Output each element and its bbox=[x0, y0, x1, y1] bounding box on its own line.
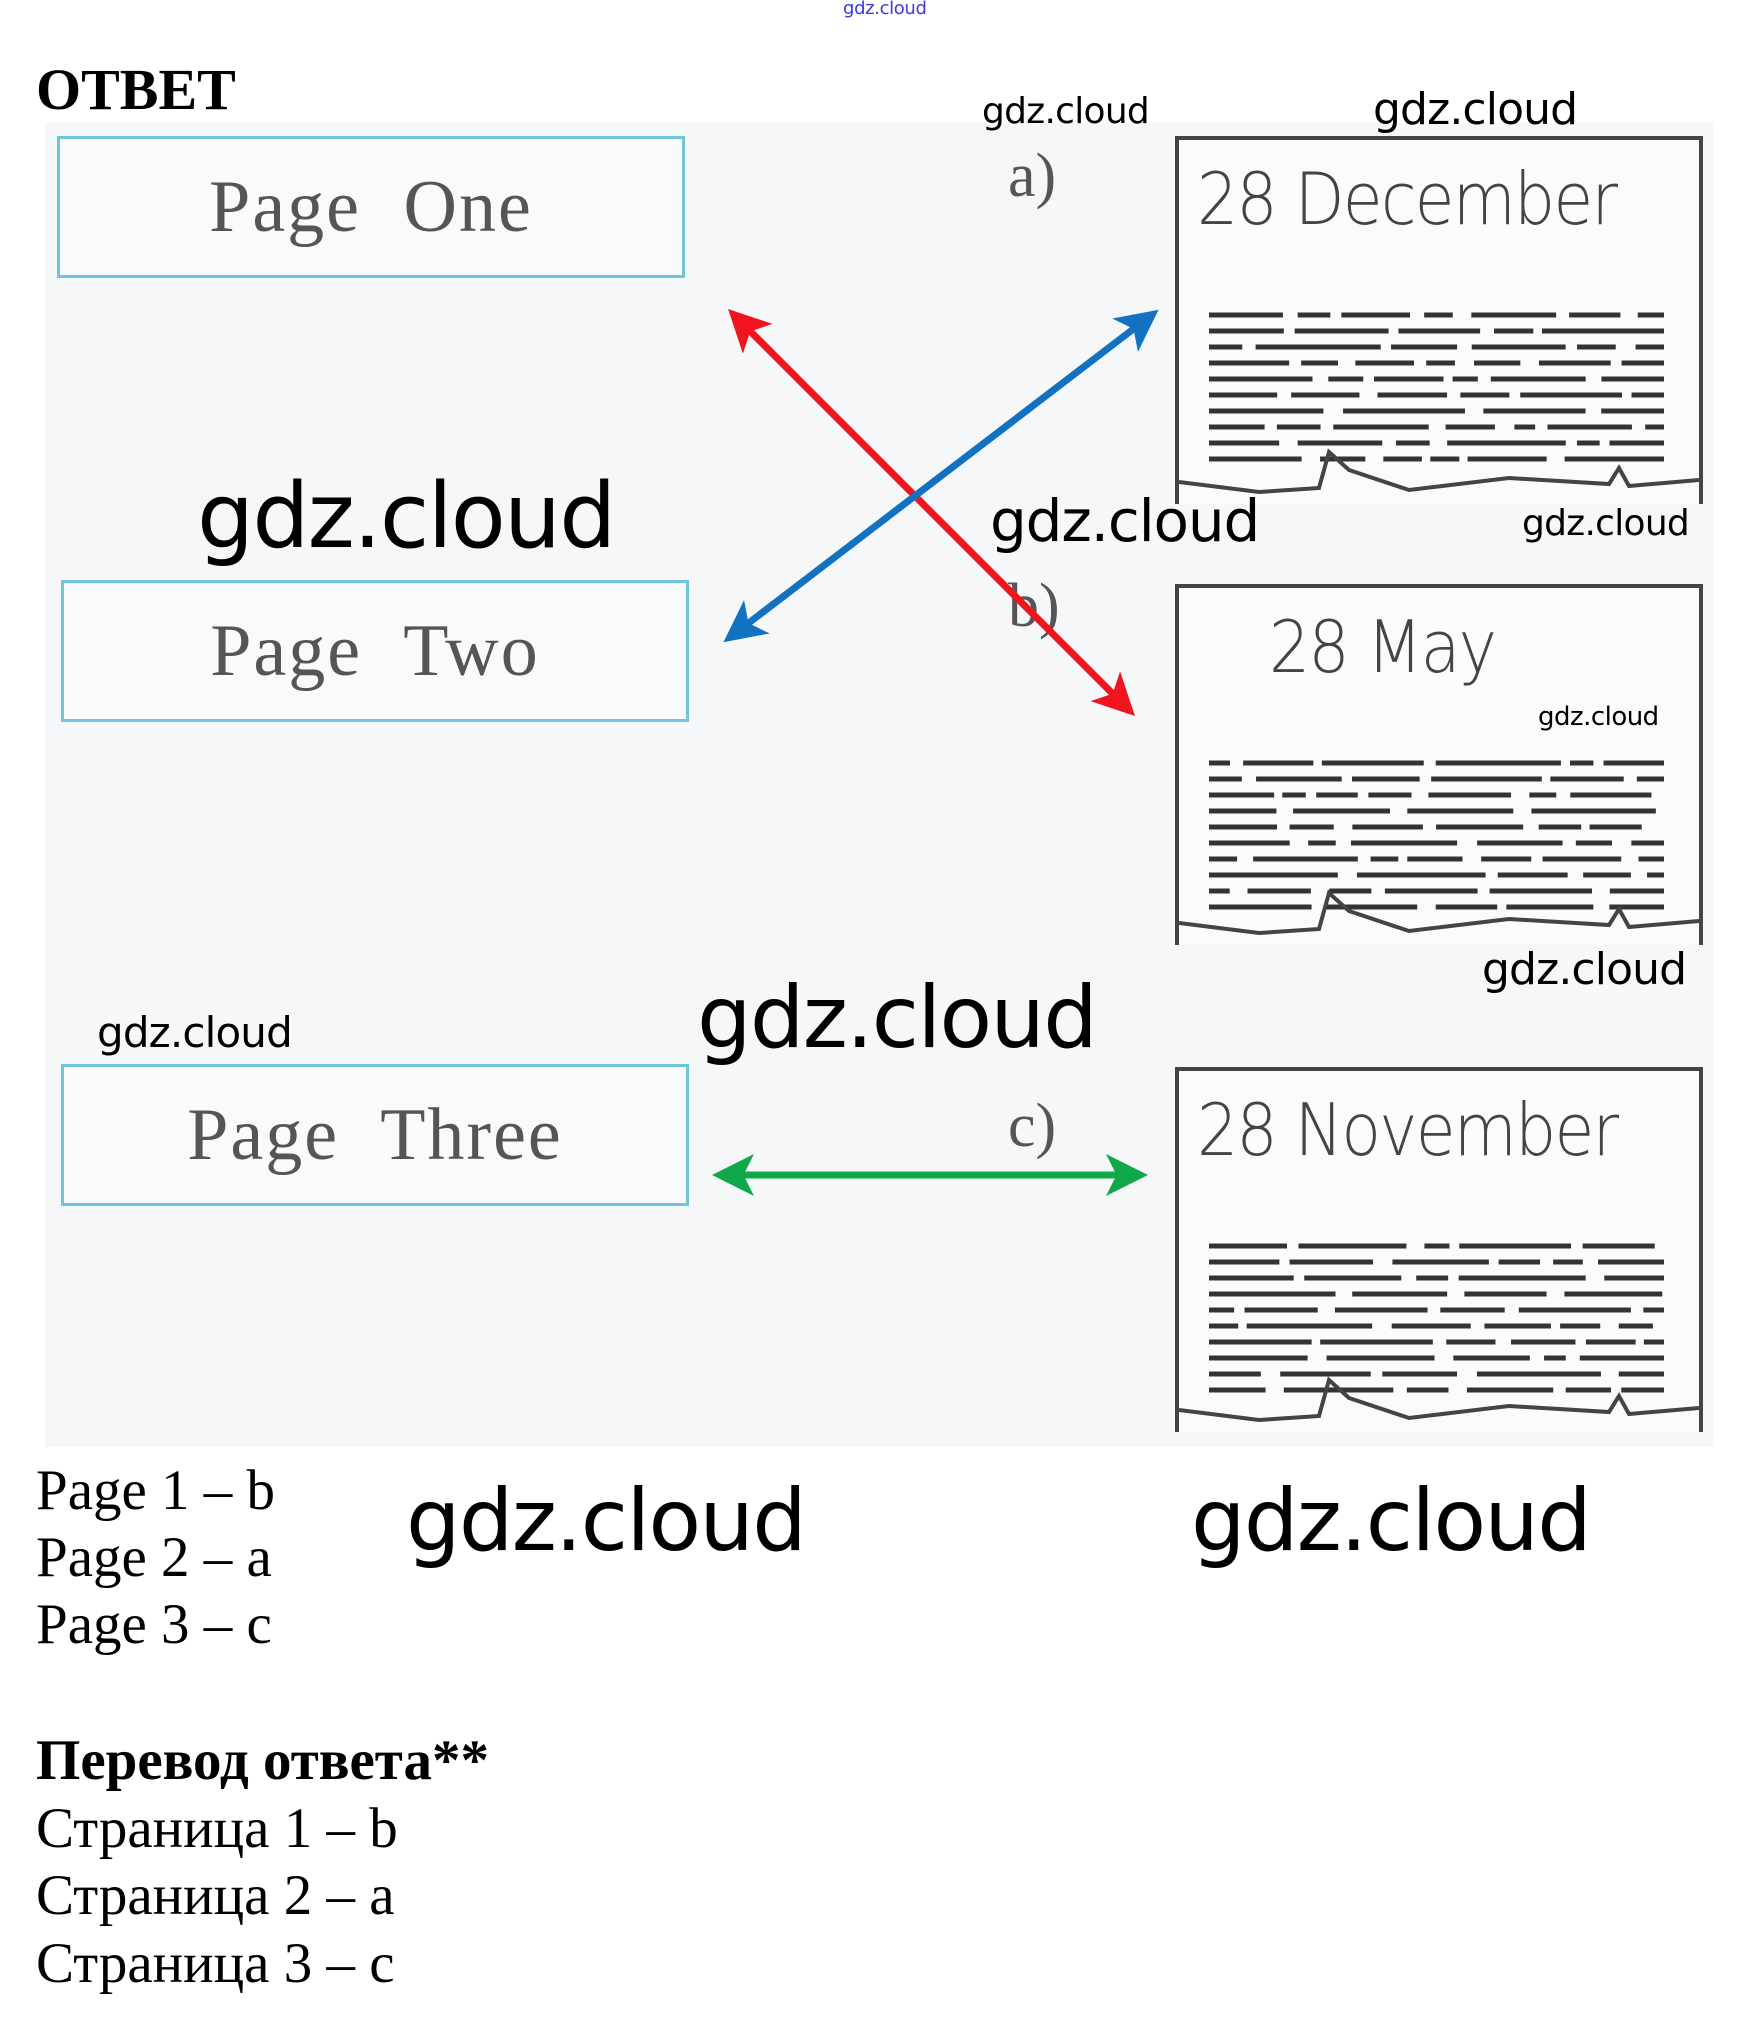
document-b-text-lines bbox=[1179, 760, 1699, 936]
document-a-text-lines bbox=[1179, 312, 1699, 495]
watermark: gdz.cloud bbox=[982, 91, 1150, 132]
answer-line-3: Page 3 – c bbox=[36, 1593, 272, 1656]
watermark: gdz.cloud bbox=[1522, 503, 1690, 544]
document-c-text-lines bbox=[1179, 1243, 1699, 1423]
document-c-date: 28 November bbox=[1197, 1088, 1619, 1172]
arrow-page2-to-a bbox=[723, 309, 1159, 643]
watermark: gdz.cloud bbox=[1373, 84, 1578, 135]
letter-a: a) bbox=[1008, 142, 1057, 210]
watermark: gdz.cloud bbox=[990, 487, 1260, 555]
answer-line-2: Page 2 – a bbox=[36, 1526, 272, 1589]
watermark: gdz.cloud bbox=[1538, 702, 1659, 732]
document-a-date: 28 December bbox=[1197, 157, 1618, 241]
watermark: gdz.cloud bbox=[197, 464, 616, 569]
torn-edge bbox=[1179, 1376, 1699, 1423]
watermark: gdz.cloud bbox=[697, 968, 1098, 1068]
document-b-date: 28 May bbox=[1269, 605, 1497, 689]
watermark: gdz.cloud bbox=[1191, 1471, 1592, 1571]
watermark: gdz.cloud bbox=[1482, 944, 1687, 995]
document-a: 28 December bbox=[1175, 136, 1703, 504]
page-three-box: Page Three bbox=[61, 1064, 689, 1206]
page-one-box: Page One bbox=[57, 136, 685, 278]
watermark: gdz.cloud bbox=[406, 1471, 807, 1571]
torn-edge bbox=[1179, 448, 1699, 495]
watermark: gdz.cloud bbox=[97, 1008, 293, 1057]
translation-line-2: Страница 2 – a bbox=[36, 1864, 395, 1927]
letter-c: c) bbox=[1008, 1092, 1057, 1160]
translation-line-1: Страница 1 – b bbox=[36, 1797, 398, 1860]
answer-line-1: Page 1 – b bbox=[36, 1459, 276, 1522]
translation-line-3: Страница 3 – c bbox=[36, 1932, 395, 1995]
heading: ОТВЕТ bbox=[36, 57, 236, 122]
watermark-top: gdz.cloud bbox=[843, 0, 927, 19]
translation-title: Перевод ответа** bbox=[36, 1729, 489, 1792]
document-c: 28 November bbox=[1175, 1067, 1703, 1432]
page-two-box: Page Two bbox=[61, 580, 689, 722]
torn-edge bbox=[1179, 889, 1699, 936]
document-b: 28 May bbox=[1175, 584, 1703, 945]
